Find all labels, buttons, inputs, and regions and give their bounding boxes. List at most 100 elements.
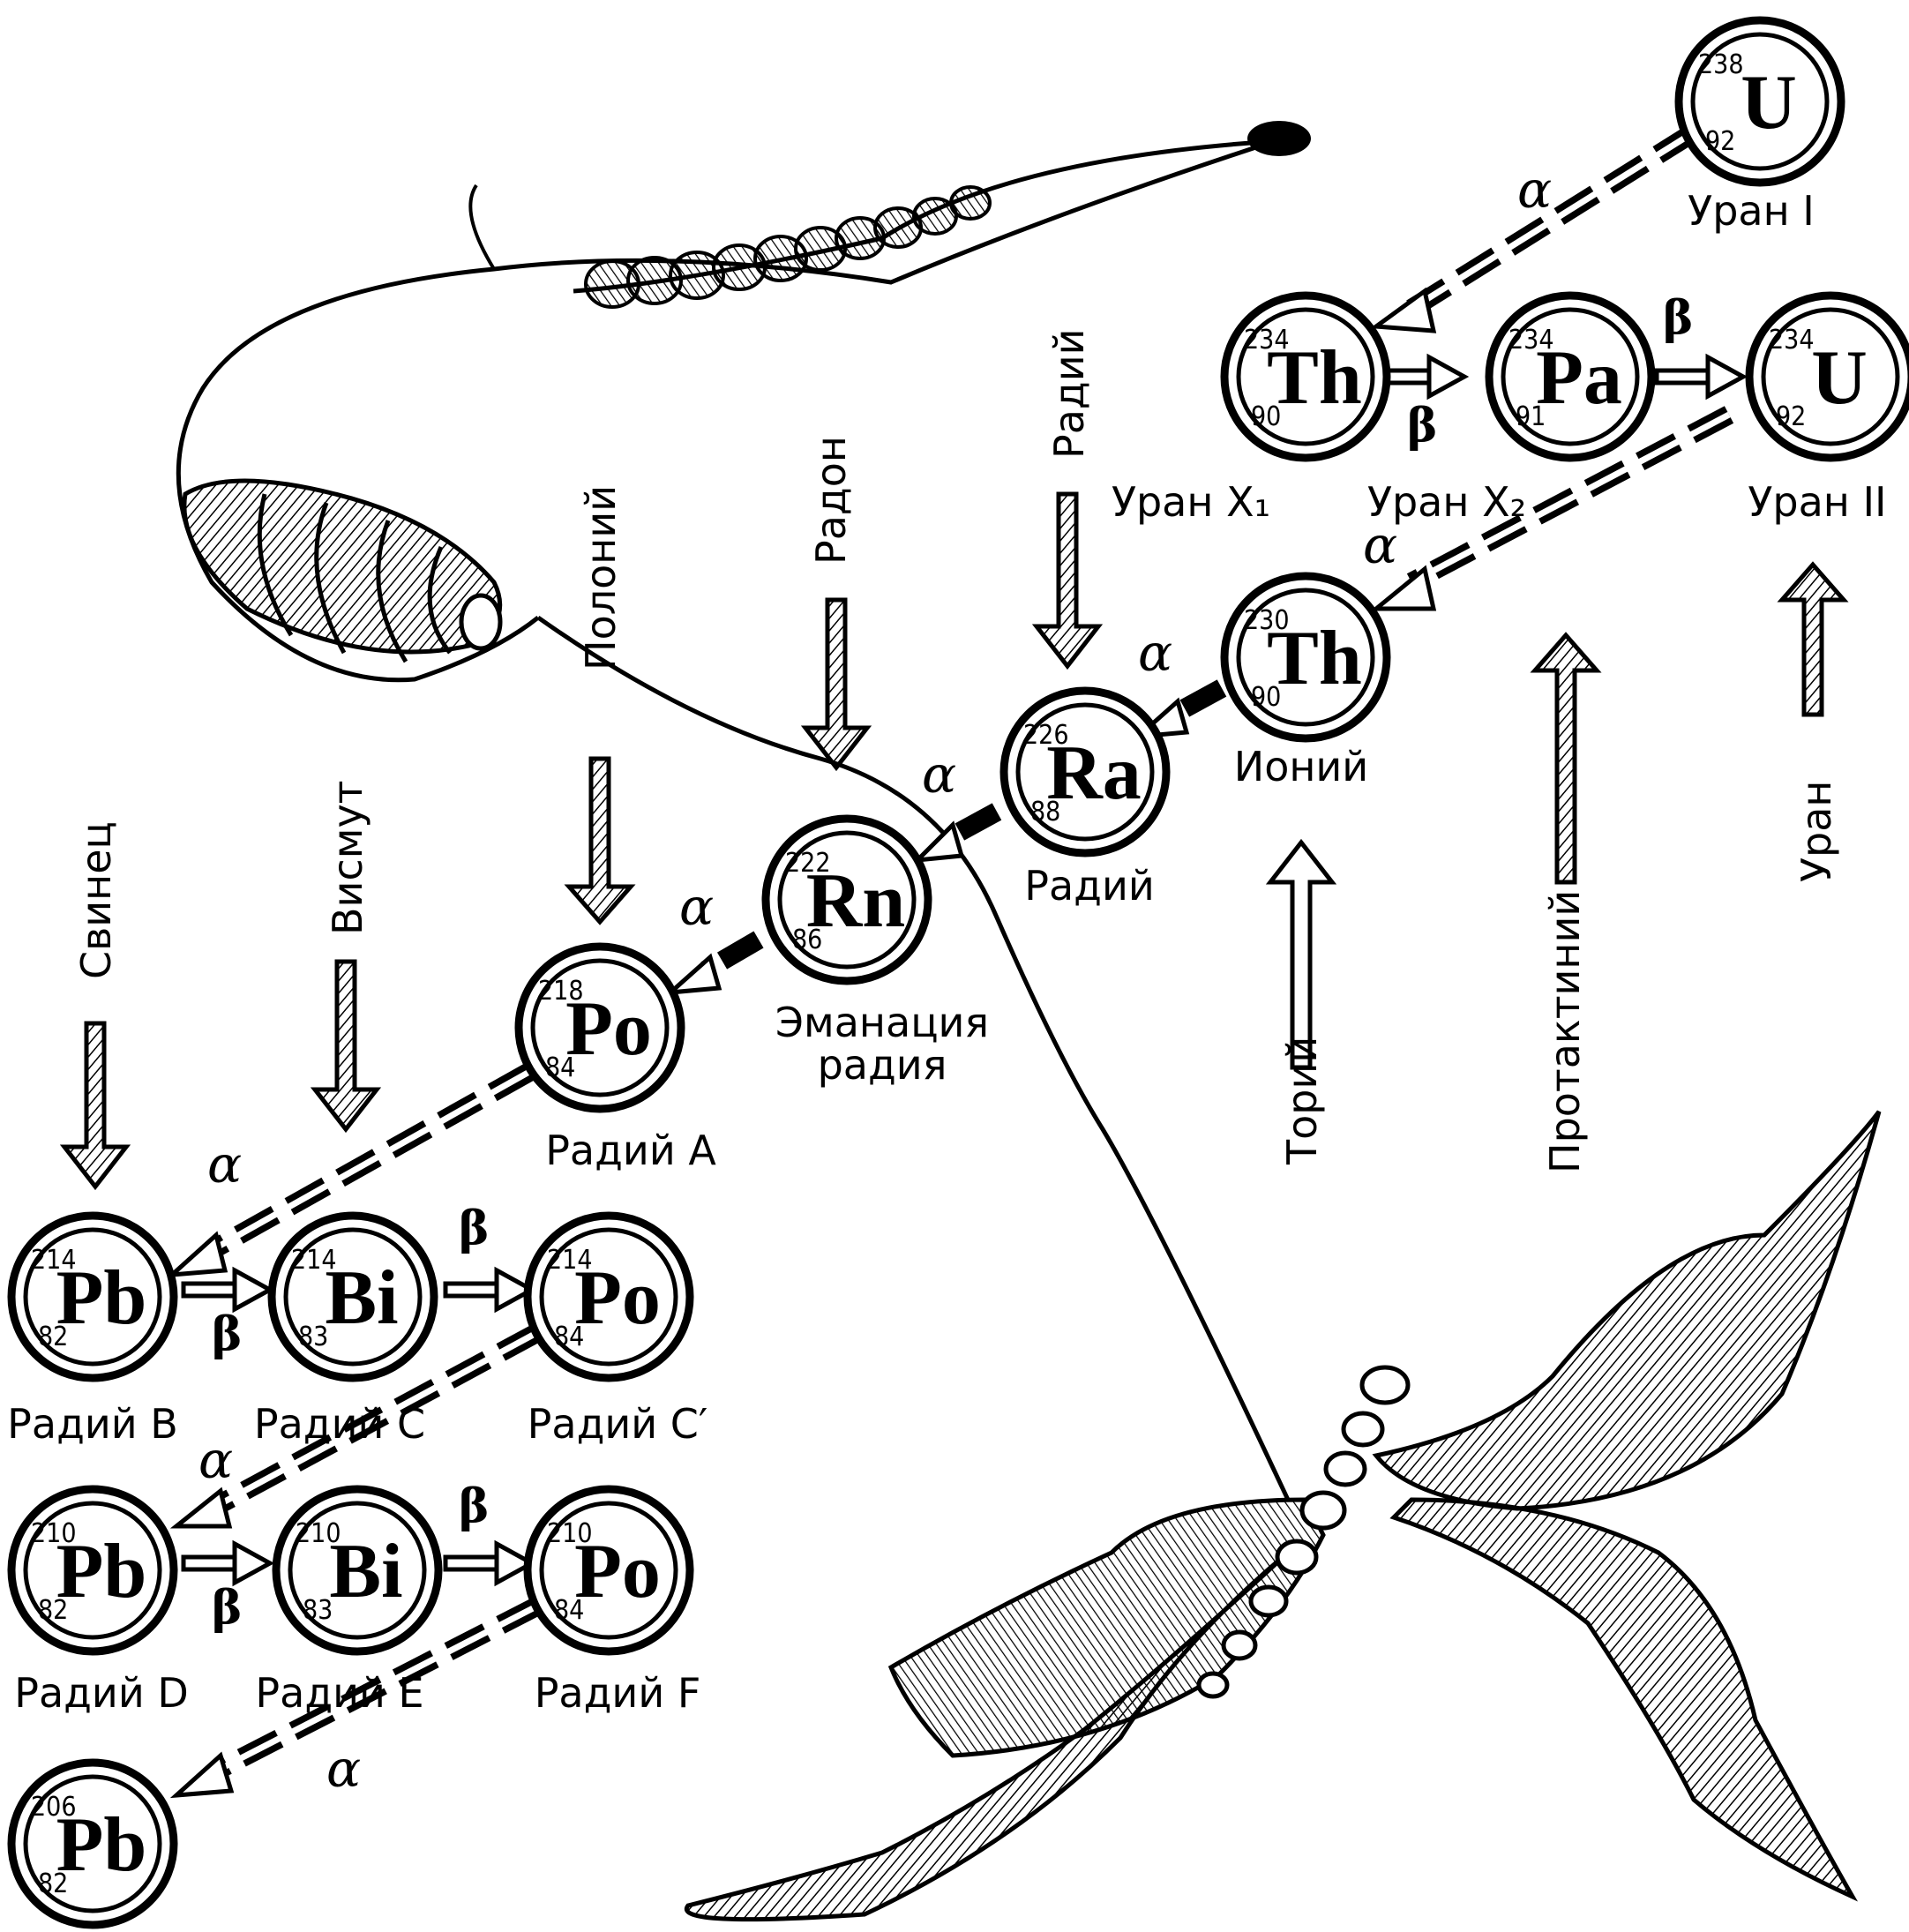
element-pointer-arrows: [59, 491, 1849, 1191]
radon-label: Радон: [807, 436, 855, 565]
nuclide-outer-ring: [999, 686, 1171, 857]
nuclide-inner-ring: [23, 1774, 162, 1913]
mass-number: 218: [538, 976, 584, 1007]
protactinium-pointer-arrow: [1530, 632, 1602, 885]
element-symbol: U: [1741, 60, 1797, 146]
butterfly-illustration: [684, 1110, 1882, 1922]
mass-number: 214: [291, 1245, 337, 1276]
mass-number: 214: [31, 1245, 77, 1276]
atomic-number: 91: [1516, 401, 1546, 432]
beta-label: β: [1407, 399, 1438, 453]
element-symbol: U: [1811, 335, 1868, 421]
nuclide-inner-ring: [539, 1227, 678, 1367]
atomic-number: 83: [298, 1322, 328, 1352]
nuclide-name: Радий F: [535, 1669, 701, 1717]
nuclide-name: Радий C′: [528, 1400, 708, 1448]
bismuth-label: Висмут: [324, 781, 371, 935]
nuclide-outer-ring: [7, 1485, 178, 1656]
mass-number: 226: [1023, 720, 1069, 751]
nuclide-inner-ring: [1690, 32, 1830, 171]
nuclide-outer-ring: [267, 1211, 438, 1382]
atomic-number: 84: [545, 1052, 575, 1083]
element-symbol: Th: [1267, 616, 1362, 701]
nuclide-inner-ring: [1015, 702, 1155, 842]
nuclide-outer-ring: [523, 1485, 694, 1656]
mass-number: 234: [1508, 325, 1554, 356]
mass-number: 234: [1244, 325, 1290, 356]
mass-number: 210: [31, 1518, 77, 1549]
nuclide-name: Уран X₁: [1112, 478, 1270, 526]
beta-label: β: [212, 1581, 243, 1635]
nuclide-name: Радий: [1024, 862, 1155, 910]
nuclide-inner-ring: [288, 1501, 427, 1640]
uranium-label: Уран: [1793, 781, 1840, 883]
nuclide-inner-ring: [1761, 307, 1900, 446]
alpha-label: α: [326, 1739, 361, 1799]
decay-arrows: [165, 124, 1748, 1799]
element-symbol: Pb: [56, 1802, 147, 1888]
element-symbol: Rn: [806, 858, 906, 944]
mass-number: 230: [1244, 605, 1290, 636]
element-symbol: Th: [1267, 335, 1362, 421]
lead-pointer-arrow: [59, 1021, 131, 1191]
element-symbol: Po: [574, 1529, 661, 1614]
nuclide-inner-ring: [1236, 307, 1375, 446]
nuclide-inner-ring: [530, 958, 670, 1097]
mass-number: 234: [1769, 325, 1815, 356]
element-symbol: Ra: [1046, 730, 1142, 816]
atomic-number: 90: [1251, 682, 1281, 713]
nuclide-name: Радий C: [254, 1400, 425, 1448]
polonium-pointer-arrow: [564, 756, 636, 925]
nuclide-outer-ring: [272, 1485, 443, 1656]
atomic-number: 84: [554, 1322, 584, 1352]
beta-label: β: [212, 1307, 243, 1361]
alpha-label: α: [207, 1134, 242, 1194]
radon-pointer-arrow: [800, 597, 872, 772]
nuclide-name: Уран X₂: [1367, 478, 1526, 526]
nuclide-outer-ring: [1485, 291, 1656, 462]
nuclide-outer-ring: [1674, 16, 1845, 187]
beta-label: β: [459, 1202, 490, 1255]
element-labels: Уран Протактиний Торий Радий Радон Полон…: [72, 328, 1840, 1173]
nuclide-name: Радий B: [7, 1400, 178, 1448]
nuclide-name: Уран I: [1688, 187, 1815, 235]
atomic-number: 88: [1030, 797, 1060, 827]
nuclide-inner-ring: [23, 1227, 162, 1367]
mass-number: 238: [1698, 49, 1744, 80]
nuclide-inner-ring: [1236, 588, 1375, 727]
nuclide-name: Радий D: [14, 1669, 189, 1717]
nuclide-inner-ring: [1501, 307, 1640, 446]
lead-label: Свинец: [72, 821, 120, 979]
nuclide-outer-ring: [523, 1211, 694, 1382]
pupa-illustration: [182, 478, 503, 663]
decay-labels: α α α α α α α α β β β β β β: [198, 160, 1694, 1799]
polonium-label: Полоний: [577, 485, 625, 670]
radium-label: Радий: [1045, 328, 1093, 459]
nuclide-outer-ring: [7, 1211, 178, 1382]
element-symbol: Po: [574, 1255, 661, 1341]
atomic-number: 92: [1705, 126, 1735, 157]
nuclide-name: Ионий: [1234, 743, 1368, 790]
alpha-label: α: [1363, 515, 1397, 575]
mass-number: 206: [31, 1792, 77, 1823]
atomic-number: 82: [38, 1322, 68, 1352]
nuclide-outer-ring: [514, 942, 685, 1113]
element-symbol: Po: [565, 986, 652, 1072]
atomic-number: 86: [792, 925, 822, 955]
alpha-label: α: [1138, 623, 1172, 683]
nuclide-inner-ring: [23, 1501, 162, 1640]
element-symbol: Pb: [56, 1529, 147, 1614]
radium-pointer-arrow: [1031, 491, 1104, 670]
beta-label: β: [459, 1479, 490, 1533]
